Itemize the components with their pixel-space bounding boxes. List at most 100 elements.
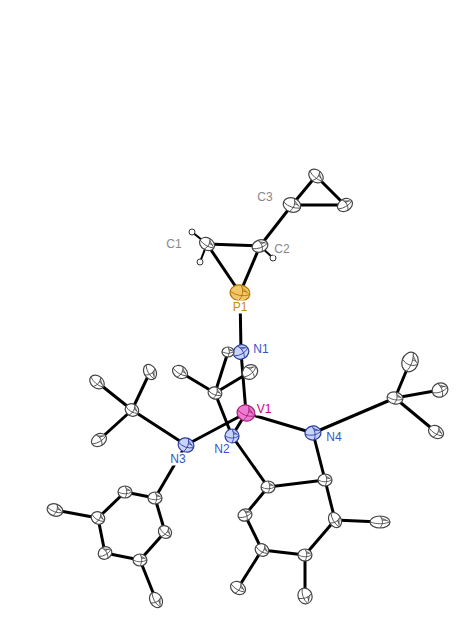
ellipsoid [298,549,312,561]
ellipsoid [426,423,446,441]
principal-axes [225,429,239,443]
principal-axes [426,423,446,441]
ellipsoid [250,238,269,255]
principal-axes [123,401,141,418]
ellipsoid-outline [239,361,260,382]
ellipsoid [206,385,223,401]
principal-axes [335,196,355,214]
ellipsoid-outline [399,350,421,374]
bond [238,550,262,588]
bond [132,410,186,445]
ellipsoid-outline [306,166,326,185]
octant-shading [306,551,312,555]
ellipsoid [430,381,450,400]
principal-axes [306,166,326,185]
ellipsoid-outline [206,385,223,401]
bond [155,445,186,498]
octant-shading [239,584,246,591]
octant-shading [97,433,104,440]
atom-label: C3 [256,191,273,204]
bond [268,480,325,487]
principal-axes [87,372,107,391]
principal-axes [386,391,404,406]
principal-axes [156,523,174,541]
octant-shading [126,488,132,492]
atom-label: C2 [273,243,290,256]
atom-label: N1 [252,343,269,356]
ellipsoid-outline [170,363,190,381]
principal-axes [148,492,162,504]
ellipsoid [235,402,257,423]
principal-axes [326,510,344,530]
principal-axes [253,541,271,558]
principal-axes [170,363,190,381]
ellipsoid-outline [123,401,141,418]
ellipsoid [253,541,271,558]
ellipsoid [306,166,326,185]
bond [186,413,246,445]
ellipsoid [236,507,253,523]
principal-axes [141,362,159,382]
principal-axes [239,361,260,382]
octant-shading [244,509,251,515]
octant-shading [306,595,312,603]
ellipsoid-outline [261,481,275,493]
octant-shading [98,379,105,386]
octant-shading [247,408,256,415]
bond [246,413,313,433]
principal-axes [430,381,450,400]
bond [232,436,268,487]
principal-axes [236,507,253,523]
ellipsoid-outline [370,516,390,528]
ellipsoid [399,350,421,374]
ellipsoid-outline [228,579,248,597]
ellipsoid [239,361,260,382]
principal-axes [45,502,64,519]
ellipsoid-outline [318,474,332,486]
octant-shading [437,428,444,435]
principal-axes [235,402,257,423]
octant-shading [133,406,140,412]
bond-network [45,166,449,610]
ellipsoid [197,235,217,253]
principal-axes [147,590,165,610]
ellipsoid-outline [141,362,159,382]
ellipsoid [148,492,162,504]
ellipsoid-outline [335,196,355,214]
ellipsoid-outline [304,425,322,442]
ellipsoid-outline [326,510,344,530]
octant-shading [269,483,275,487]
ellipsoid-outline [298,549,312,561]
octant-shading [103,546,110,552]
atom-label: N2 [213,443,230,456]
octant-shading [326,476,332,480]
octant-shading [99,514,106,520]
principal-axes [133,554,147,566]
ellipsoid [304,425,322,442]
principal-axes [304,425,322,442]
ellipsoid-outline [118,486,132,498]
octant-shading [396,394,403,399]
ellipsoid-outline [281,195,303,214]
ellipsoid [123,401,141,418]
principal-axes [228,579,248,597]
octant-shading [233,431,239,436]
principal-axes [89,431,109,449]
octant-shading [343,198,350,205]
ellipsoid [147,590,165,610]
ellipsoid [87,372,107,391]
atom-label: C1 [165,238,182,251]
atom-label: N4 [325,431,342,444]
principal-axes [298,549,312,561]
principal-axes [296,586,315,606]
ellipsoid [335,196,355,214]
octant-shading [317,173,324,180]
octant-shading [381,518,389,522]
ellipsoid-outline [148,492,162,504]
principal-axes [318,474,332,486]
octant-shading [336,518,343,525]
octant-shading [181,368,188,375]
ellipsoid-outline [197,235,217,253]
ellipsoid-outline [156,523,174,541]
ellipsoid-outline [430,381,450,400]
